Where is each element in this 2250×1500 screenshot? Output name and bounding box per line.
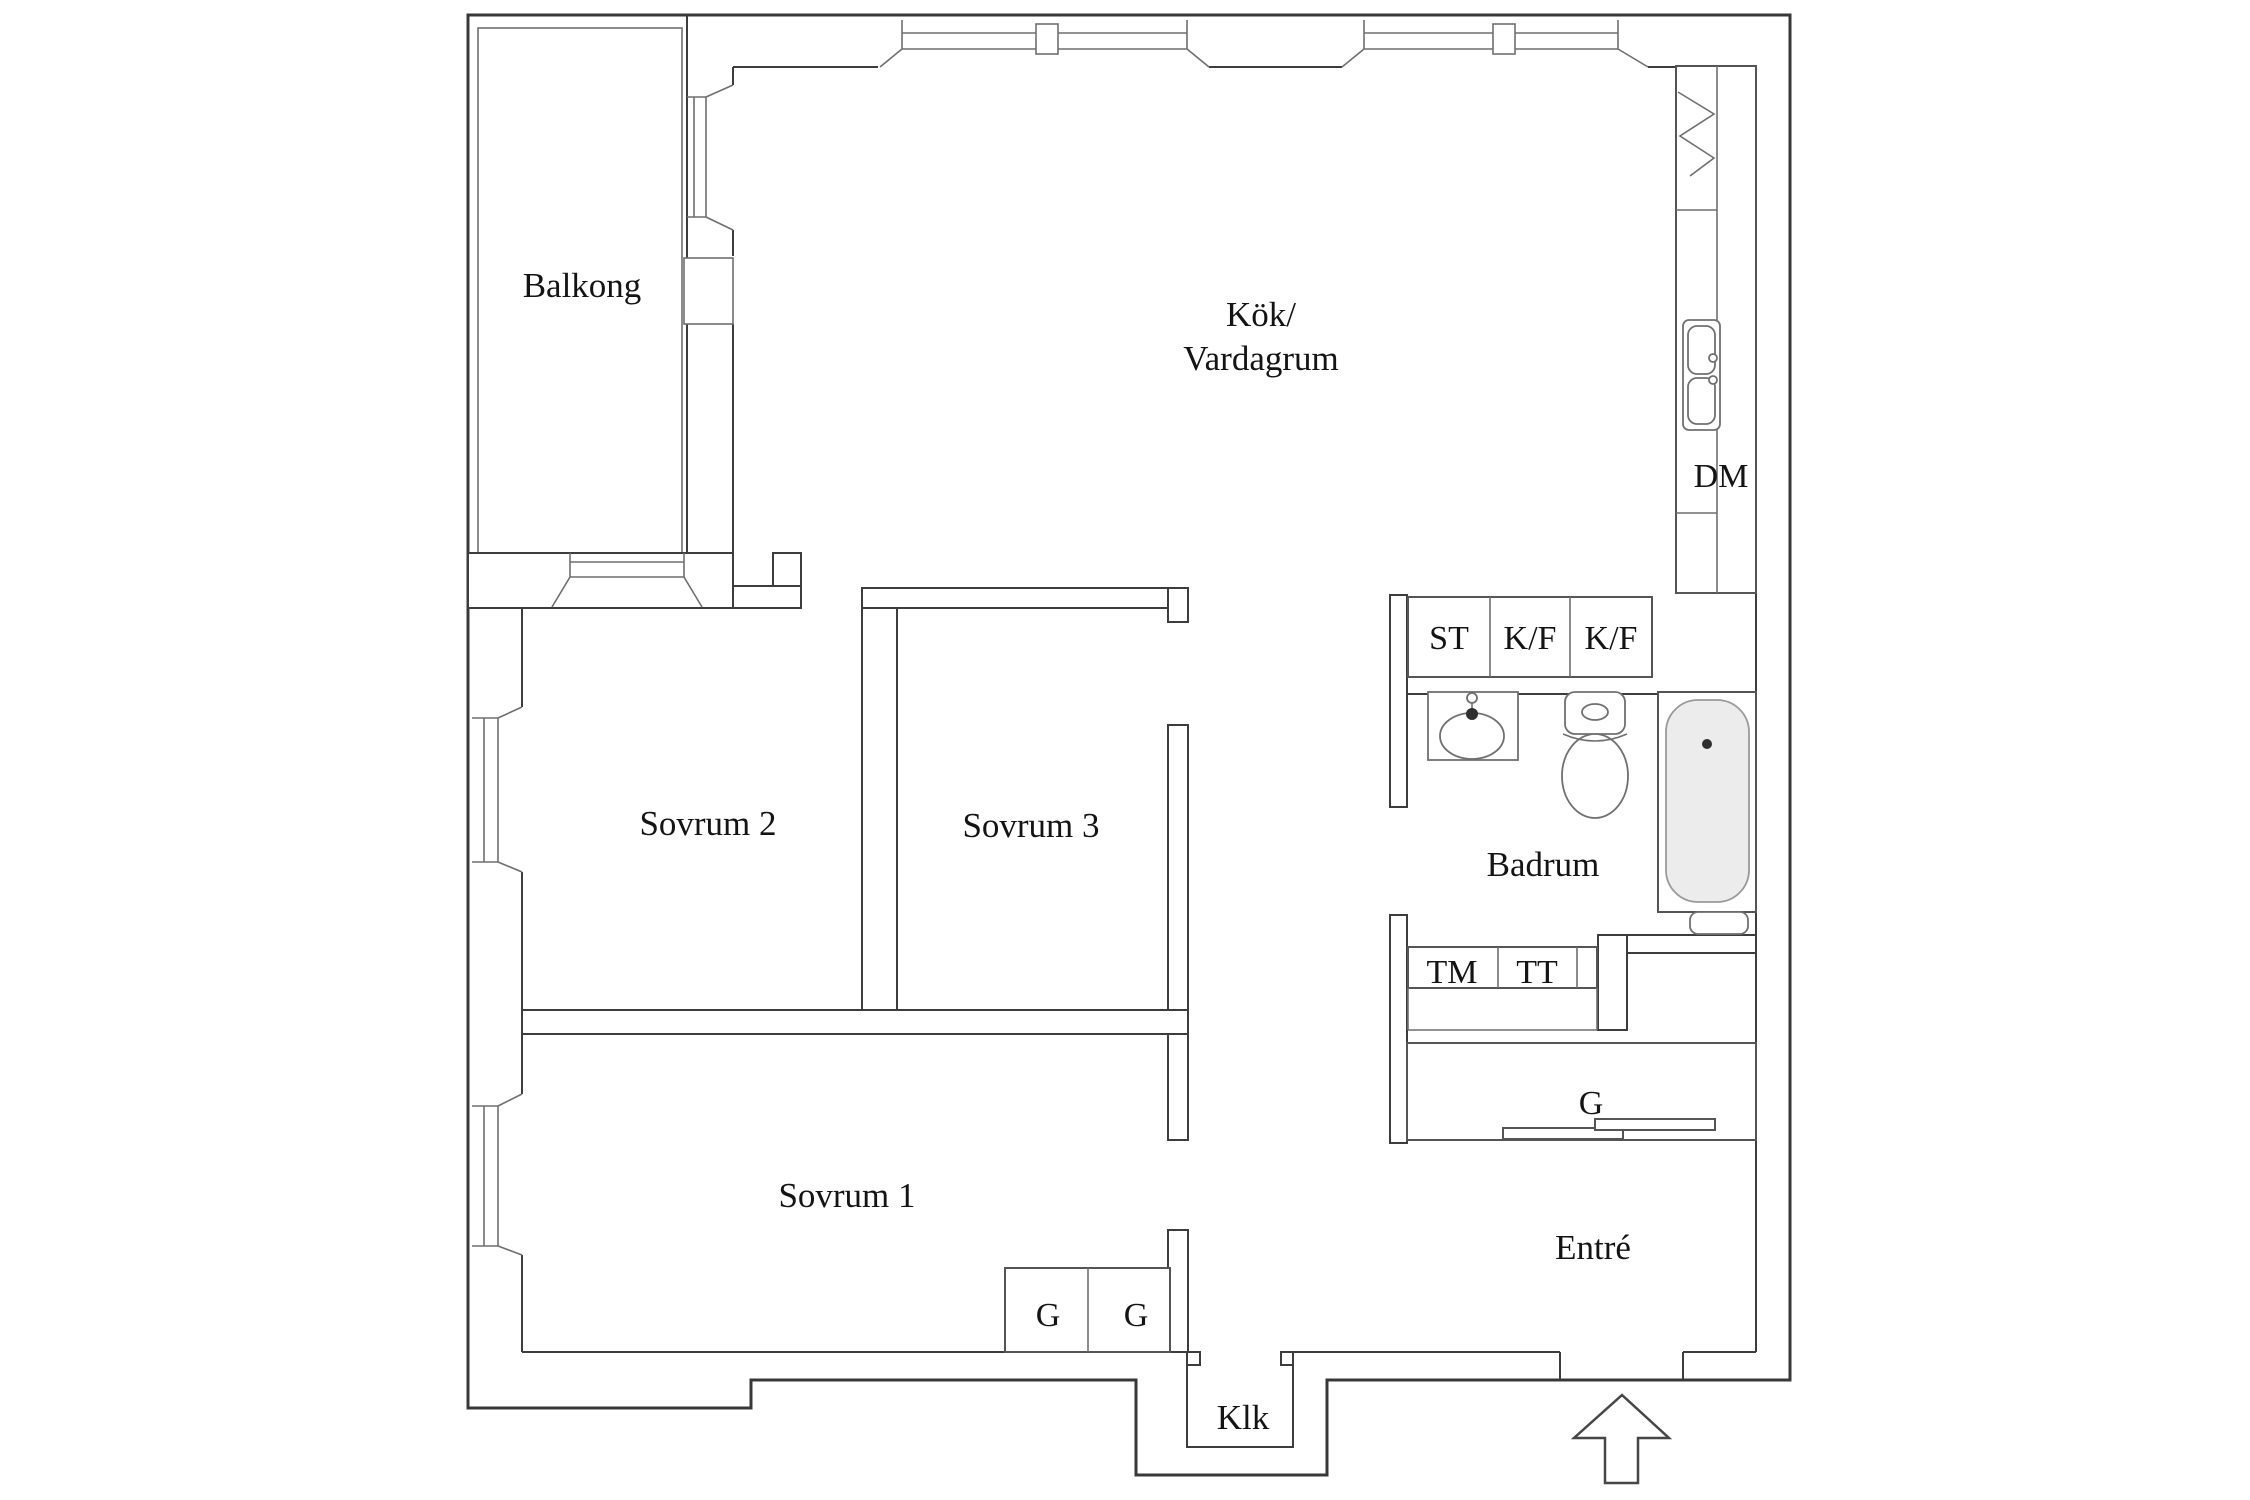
klk-jamb-right: [1280, 1351, 1294, 1366]
cabinet-row-st-kf: [1407, 596, 1653, 678]
balcony-door-sovrum2: [551, 553, 703, 608]
sovrum1-wardrobes-gg: [1004, 1267, 1171, 1353]
kitchen-counter: [1675, 65, 1757, 594]
fixture-label-kf1: K/F: [1504, 620, 1557, 657]
fixture-label-g2: G: [1124, 1297, 1149, 1334]
wall-north-sovrum1: [521, 1009, 1189, 1035]
window-top-2: [1341, 20, 1649, 68]
sliding-door-panel: [1502, 1127, 1624, 1140]
windows: [472, 20, 1649, 1256]
entry-door-jambs: [1559, 1352, 1684, 1380]
fixture-label-g1: G: [1036, 1297, 1061, 1334]
wall-south-kitchen-left: [732, 585, 802, 609]
wall-laundry-east: [1597, 934, 1628, 1031]
stove-icon: [1677, 91, 1716, 177]
outer-boundary: [466, 13, 1792, 1477]
fixture-label-kf2: K/F: [1585, 620, 1638, 657]
balcony: [477, 15, 734, 554]
wall-hall-west-mid: [1167, 1033, 1189, 1141]
sliding-door-panel: [1594, 1118, 1716, 1131]
fixture-labels: DM ST K/F K/F TM TT G G G: [1036, 458, 1749, 1334]
room-labels: Balkong Kök/ Vardagrum Sovrum 2 Sovrum 3…: [523, 266, 1631, 1437]
fixture-label-g-hall: G: [1579, 1085, 1604, 1122]
klk-inner-outline: [1186, 1352, 1294, 1448]
room-label-balkong: Balkong: [523, 266, 642, 305]
room-label-sovrum2: Sovrum 2: [639, 804, 776, 843]
window-handle-icon: [1492, 23, 1516, 55]
room-label-badrum: Badrum: [1487, 845, 1600, 884]
wall-stub-livingroom-sw: [772, 552, 802, 589]
wall-bath-south: [1626, 934, 1757, 954]
window-sovrum2: [472, 706, 523, 873]
wall-hall-west-upper: [1167, 724, 1189, 1011]
room-label-sovrum3: Sovrum 3: [962, 806, 1099, 845]
window-sovrum1: [472, 1093, 523, 1256]
room-label-kok-line2: Vardagrum: [1183, 339, 1339, 378]
wall-bath-west-upper: [1389, 594, 1408, 808]
entrance-arrow-icon: [1570, 1393, 1673, 1485]
wall-south-kitchen-right: [861, 587, 1169, 609]
wall-bath-west-lower: [1389, 914, 1408, 1144]
room-label-klk: Klk: [1217, 1398, 1270, 1437]
fixture-label-st: ST: [1429, 620, 1469, 657]
laundry-tm-tt: [1407, 946, 1598, 1031]
bathroom-sink-icon: [1427, 691, 1519, 761]
klk-jamb-left: [1186, 1351, 1201, 1366]
balcony-outline: [477, 27, 683, 554]
bathroom-fixtures: [1427, 691, 1757, 935]
window-balcony-living: [687, 84, 734, 231]
window-handle-icon: [1035, 23, 1059, 55]
window-top-1: [879, 20, 1210, 68]
bathtub-step: [1689, 911, 1749, 935]
kitchen-sink-icon: [1682, 319, 1721, 431]
wall-south-kitchen-end-jamb: [1167, 587, 1189, 623]
room-label-entre: Entré: [1555, 1228, 1631, 1267]
room-label-sovrum1: Sovrum 1: [778, 1176, 915, 1215]
bathtub-icon: [1657, 691, 1757, 935]
fixture-label-tm: TM: [1427, 954, 1478, 991]
balcony-door-living: [683, 257, 734, 325]
room-label-kok-line1: Kök/: [1226, 295, 1296, 334]
toilet-icon: [1561, 691, 1629, 819]
fixture-label-tt: TT: [1516, 954, 1558, 991]
wall-partition-sovrum2-3: [861, 607, 898, 1011]
fixture-label-dm: DM: [1694, 458, 1749, 495]
hall-wardrobe-g: [1406, 1042, 1757, 1141]
